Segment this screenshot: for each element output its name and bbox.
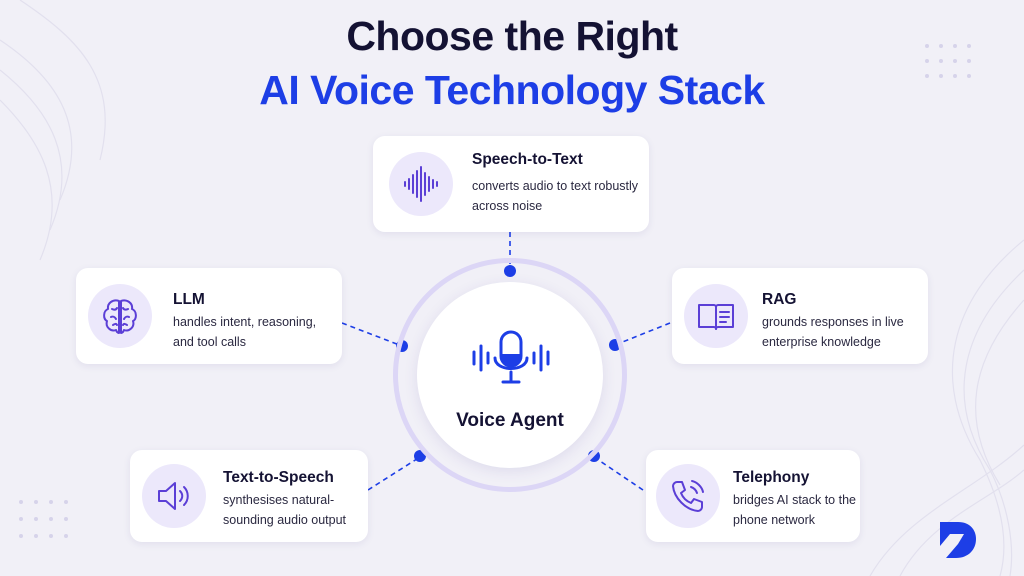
node-title: RAG: [762, 291, 797, 308]
node-title: LLM: [173, 291, 205, 308]
hub-ring: [393, 258, 627, 492]
open-book-icon: [698, 304, 734, 330]
phone-icon: [672, 480, 704, 512]
icon-circle: [684, 284, 748, 348]
icon-circle: [389, 152, 453, 216]
microphone-with-waves-icon: [472, 330, 550, 384]
brain-icon: [103, 299, 137, 334]
node-card-telephony: Telephony bridges AI stack to the phone …: [646, 450, 860, 542]
speaker-icon: [158, 482, 189, 510]
title-line-2: AI Voice Technology Stack: [259, 67, 765, 113]
node-card-rag: RAG grounds responses in live enterprise…: [672, 268, 928, 364]
icon-circle: [656, 464, 720, 528]
dot-grid-top-right: [925, 44, 971, 78]
icon-circle: [142, 464, 206, 528]
node-description: grounds responses in live enterprise kno…: [762, 315, 904, 349]
node-description: synthesises natural-sounding audio outpu…: [223, 493, 347, 527]
node-card-speech-to-text: Speech-to-Text converts audio to text ro…: [373, 136, 649, 232]
node-title: Text-to-Speech: [223, 469, 334, 486]
node-description: converts audio to text robustly across n…: [472, 179, 639, 213]
brand-logo-icon: [940, 522, 976, 558]
node-card-llm: LLM handles intent, reasoning, and tool …: [76, 268, 342, 364]
node-title: Telephony: [733, 469, 810, 486]
node-description: handles intent, reasoning, and tool call…: [173, 315, 317, 349]
dot-grid-bottom-left: [19, 500, 68, 538]
title-line-1: Choose the Right: [346, 13, 678, 59]
node-title: Speech-to-Text: [472, 151, 583, 168]
icon-circle: [88, 284, 152, 348]
node-card-text-to-speech: Text-to-Speech synthesises natural-sound…: [130, 450, 368, 542]
node-description: bridges AI stack to the phone network: [733, 493, 856, 527]
hub-label: Voice Agent: [456, 410, 564, 431]
sound-wave-icon: [404, 166, 438, 202]
